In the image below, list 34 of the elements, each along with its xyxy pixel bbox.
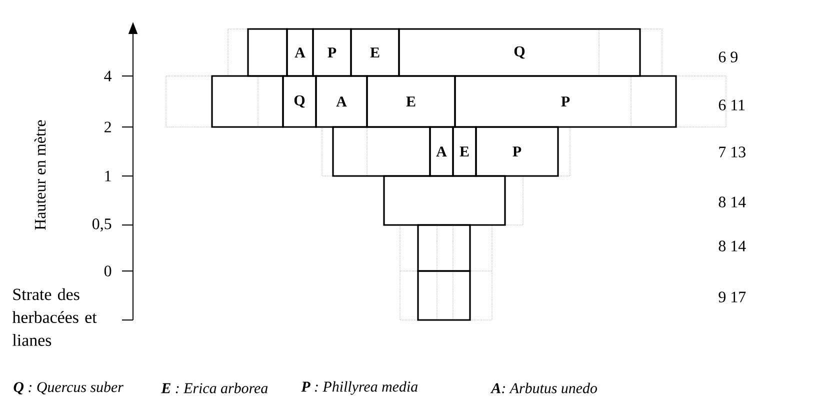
empty-cell	[332, 126, 431, 177]
letter-cell: A	[429, 126, 454, 177]
legend-entry: Q : Quercus suber	[14, 382, 124, 394]
letter-cell: E	[350, 28, 400, 77]
count-label: 8 14	[718, 196, 746, 208]
empty-cell	[417, 224, 471, 272]
count-label: 8 14	[718, 240, 746, 252]
letter-cell: P	[312, 28, 352, 77]
axis-title: Hauteur en mètre	[34, 120, 46, 230]
legend-entry: E : Erica arborea	[161, 382, 268, 394]
legend-entry: P : Phillyrea media	[301, 381, 418, 395]
letter-cell: Q	[398, 28, 641, 77]
count-label: 6 11	[718, 100, 745, 110]
empty-cell	[211, 75, 284, 128]
letter-cell: A	[286, 28, 314, 77]
empty-cell	[247, 28, 288, 77]
letter-cell: P	[454, 75, 677, 128]
tick-label: 0,5	[92, 218, 112, 232]
letter-cell: E	[366, 75, 456, 128]
tick-label: 4	[104, 70, 112, 82]
tick-label: 2	[104, 122, 111, 132]
letter-cell: E	[452, 126, 477, 177]
legend-entry: A: Arbutus unedo	[490, 382, 597, 394]
empty-cell	[383, 175, 506, 226]
count-label: 6 9	[718, 52, 738, 62]
tick-label: 0	[104, 266, 112, 276]
letter-cell: P	[475, 126, 559, 177]
count-label: 9 17	[718, 292, 746, 302]
stratum-label: Strate des herbacées et lianes	[12, 288, 97, 346]
empty-cell	[417, 270, 471, 321]
letter-cell: A	[315, 75, 368, 128]
count-label: 7 13	[719, 146, 746, 158]
letter-cell: Q	[282, 75, 317, 128]
tick-label: 1	[105, 170, 111, 182]
